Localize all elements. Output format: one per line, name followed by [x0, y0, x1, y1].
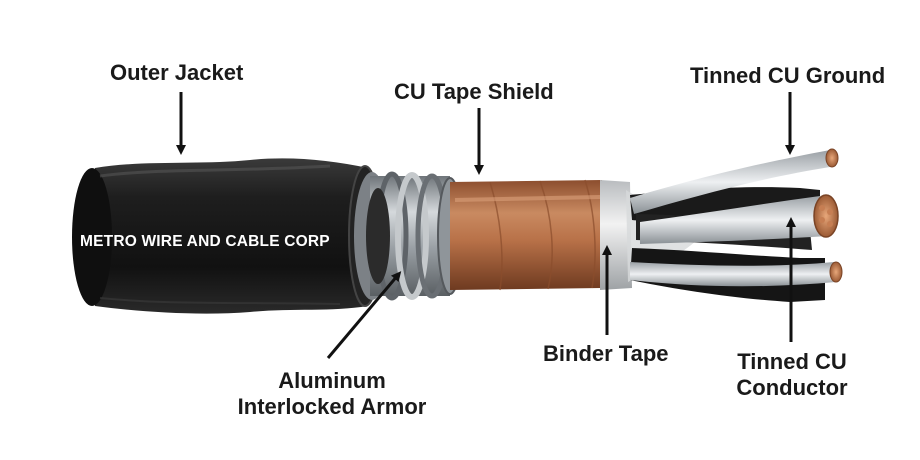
brand-text: METRO WIRE AND CABLE CORP: [80, 233, 330, 250]
label-outer-jacket: Outer Jacket: [110, 60, 244, 85]
label-conductor-line2: Conductor: [736, 375, 848, 400]
tinned-cu-conductor: [640, 194, 839, 244]
label-armor-line1: Aluminum: [278, 368, 386, 393]
cu-tape-shield: [450, 179, 602, 291]
pointer-arrows: [176, 92, 796, 359]
label-armor-line2: Interlocked Armor: [237, 394, 427, 419]
aluminum-armor: [354, 171, 463, 301]
arrow-armor: [326, 271, 402, 359]
label-conductor-line1: Tinned CU: [737, 349, 847, 374]
label-tinned-cu-ground: Tinned CU Ground: [690, 63, 886, 88]
tinned-cu-ground: [630, 148, 843, 287]
label-cu-tape-shield: CU Tape Shield: [394, 79, 554, 104]
label-aluminum-armor: Aluminum Interlocked Armor: [232, 368, 432, 420]
label-tinned-cu-conductor: Tinned CU Conductor: [722, 349, 862, 401]
label-binder-tape: Binder Tape: [543, 341, 669, 366]
